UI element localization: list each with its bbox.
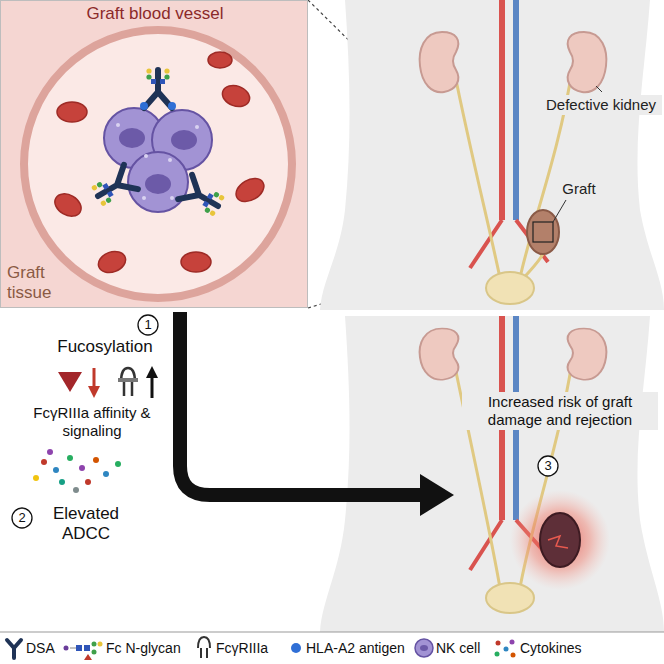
step-label: FcγRIIIa affinity & signaling	[10, 404, 174, 440]
callout-number: 2	[12, 508, 32, 528]
step-label: Elevated ADCC	[36, 504, 136, 545]
panel-title: Graft blood vessel	[1, 4, 309, 24]
callout-number: 3	[538, 456, 558, 476]
legend-text: DSA	[26, 640, 55, 657]
region-label: Graft tissue	[7, 263, 65, 304]
legend-text: NK cell	[436, 640, 480, 657]
legend-text: Fc N-glycan	[106, 640, 181, 657]
organ-label: Graft	[554, 180, 604, 198]
outcome-label: Increased risk of graft damage and rejec…	[462, 392, 658, 430]
legend-text: Cytokines	[520, 640, 581, 657]
step-label: Fucosylation	[40, 337, 170, 357]
legend-text: FcγRIIIa	[216, 640, 268, 657]
callout-number: 1	[138, 315, 158, 335]
organ-label: Defective kidney	[540, 95, 662, 115]
vessel-panel: Graft blood vesselGraft tissue	[0, 0, 308, 308]
legend-text: HLA-A2 antigen	[306, 640, 405, 657]
